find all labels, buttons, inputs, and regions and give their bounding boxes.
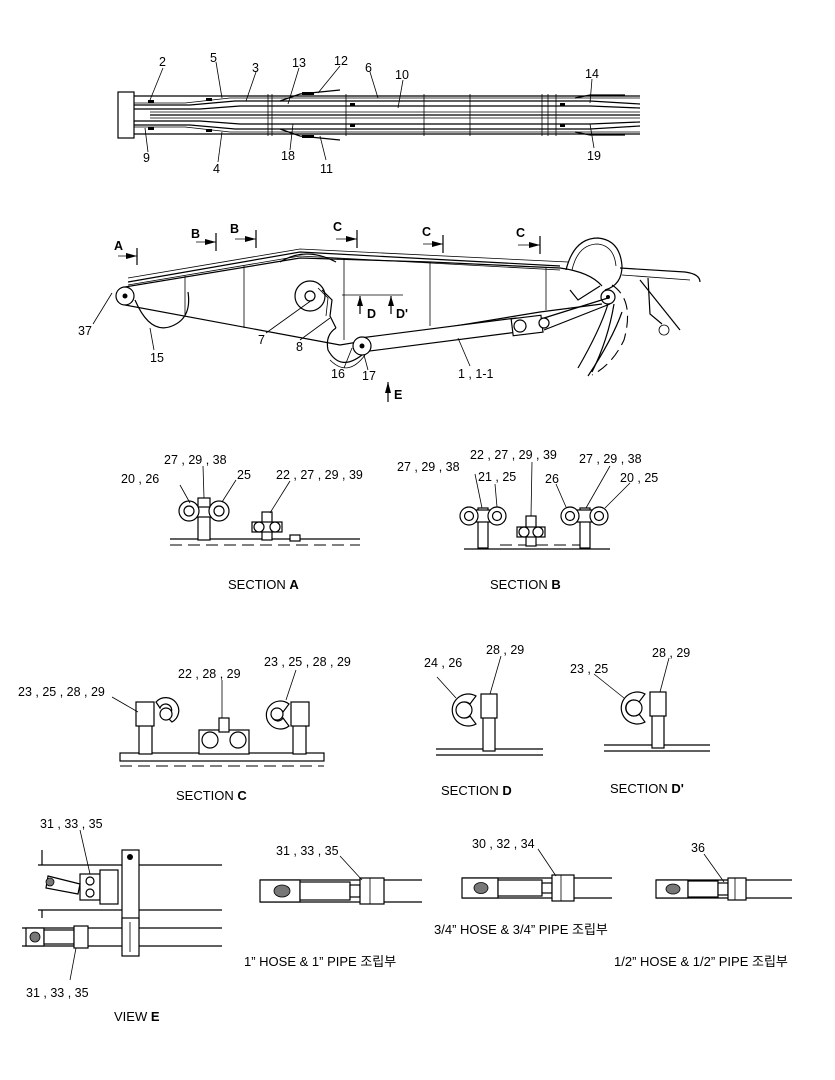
top-view: 2 5 3 13 12 6 10 14 9 4 18 11 19 [117, 51, 641, 176]
callout: 25 [237, 468, 251, 482]
callout: 17 [362, 369, 376, 383]
callout: 8 [296, 340, 303, 354]
section-d-title: SECTION D [441, 783, 512, 798]
callout: 23 , 25 [570, 662, 608, 676]
callout: 23 , 25 , 28 , 29 [18, 685, 105, 699]
callout: 27 , 29 , 38 [397, 460, 460, 474]
callout: 16 [331, 367, 345, 381]
callout: 6 [365, 61, 372, 75]
callout: 31 , 33 , 35 [276, 844, 339, 858]
callout: 28 , 29 [486, 643, 524, 657]
callout: 27 , 29 , 38 [579, 452, 642, 466]
section-marker-c: C [422, 225, 431, 239]
view-marker-e: E [394, 388, 402, 402]
callout: 37 [78, 324, 92, 338]
three-quarter-inch-caption: 3/4” HOSE & 3/4” PIPE 조립부 [434, 922, 608, 937]
callout: 30 , 32 , 34 [472, 837, 535, 851]
section-marker-b: B [191, 227, 200, 241]
callout: 21 , 25 [478, 470, 516, 484]
callout: 27 , 29 , 38 [164, 453, 227, 467]
callout: 36 [691, 841, 705, 855]
callout: 9 [143, 151, 150, 165]
callout: 23 , 25 , 28 , 29 [264, 655, 351, 669]
callout: 22 , 27 , 29 , 39 [470, 448, 557, 462]
section-marker-b: B [230, 222, 239, 236]
callout: 10 [395, 68, 409, 82]
section-marker-d-prime: D' [396, 307, 408, 321]
callout: 7 [258, 333, 265, 347]
callout: 24 , 26 [424, 656, 462, 670]
callout: 1 , 1-1 [458, 367, 493, 381]
half-inch-caption: 1/2” HOSE & 1/2” PIPE 조립부 [614, 954, 788, 969]
section-b: 22 , 27 , 29 , 39 27 , 29 , 38 21 , 25 2… [397, 448, 658, 592]
callout: 26 [545, 472, 559, 486]
section-a-title: SECTION A [228, 577, 299, 592]
view-e-title: VIEW E [114, 1009, 160, 1024]
section-c-title: SECTION C [176, 788, 247, 803]
callout: 11 [320, 162, 333, 176]
callout: 19 [587, 149, 601, 163]
half-inch-assembly: 36 1/2” HOSE & 1/2” PIPE 조립부 [614, 841, 792, 969]
callout: 20 , 25 [620, 471, 658, 485]
section-d-prime: 28 , 29 23 , 25 SECTION D' [570, 646, 710, 796]
callout: 14 [585, 67, 599, 81]
section-c: 22 , 28 , 29 23 , 25 , 28 , 29 23 , 25 ,… [18, 655, 351, 803]
callout: 4 [213, 162, 220, 176]
view-e: 31 , 33 , 35 31 , 33 , 35 VIEW E [22, 817, 222, 1024]
callout: 31 , 33 , 35 [26, 986, 89, 1000]
callout: 15 [150, 351, 164, 365]
callout: 2 [159, 55, 166, 69]
section-a: 27 , 29 , 38 20 , 26 25 22 , 27 , 29 , 3… [121, 453, 363, 592]
callout: 20 , 26 [121, 472, 159, 486]
callout: 31 , 33 , 35 [40, 817, 103, 831]
callout: 13 [292, 56, 306, 70]
side-view: A B B C C C D D' E [78, 220, 701, 402]
section-b-title: SECTION B [490, 577, 561, 592]
three-quarter-inch-assembly: 30 , 32 , 34 3/4” HOSE & 3/4” PIPE 조립부 [434, 837, 612, 937]
section-marker-d: D [367, 307, 376, 321]
callout: 22 , 28 , 29 [178, 667, 241, 681]
section-marker-a: A [114, 239, 123, 253]
callout: 18 [281, 149, 295, 163]
section-d: 28 , 29 24 , 26 SECTION D [424, 643, 543, 798]
callout: 3 [252, 61, 259, 75]
section-marker-c: C [333, 220, 342, 234]
boom-foot-plate [117, 91, 135, 139]
one-inch-caption: 1” HOSE & 1” PIPE 조립부 [244, 954, 396, 969]
boom-cylinder [359, 317, 519, 353]
callout: 22 , 27 , 29 , 39 [276, 468, 363, 482]
callout: 5 [210, 51, 217, 65]
section-marker-c: C [516, 226, 525, 240]
section-d-prime-title: SECTION D' [610, 781, 684, 796]
callout: 12 [334, 54, 348, 68]
one-inch-assembly: 31 , 33 , 35 1” HOSE & 1” PIPE 조립부 [244, 844, 422, 969]
callout: 28 , 29 [652, 646, 690, 660]
